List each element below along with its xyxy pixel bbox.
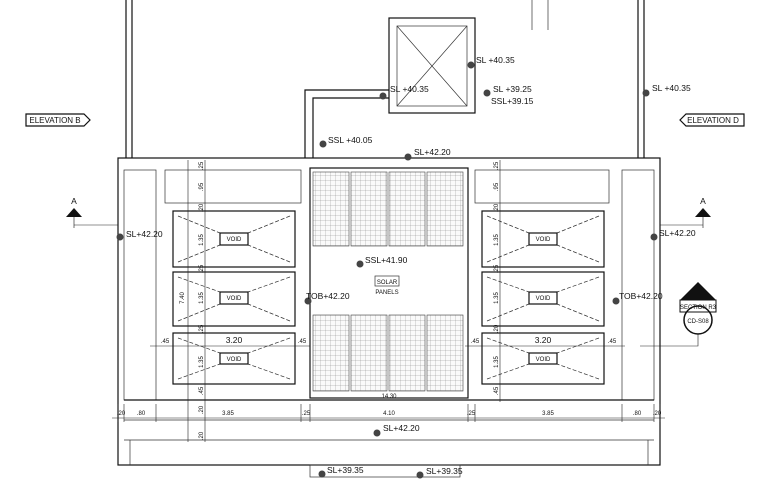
- level-label: SSL+39.15: [491, 96, 534, 106]
- level-label: SL+42.20: [126, 229, 163, 239]
- section-marker-left: A: [66, 196, 118, 228]
- dim-label: 3.85: [222, 411, 234, 417]
- roof-outline: [117, 157, 661, 478]
- dim-label: .20: [494, 203, 500, 212]
- dim-label: .20: [199, 203, 205, 212]
- dim-label: 1.35: [494, 234, 500, 246]
- dim-label: .20: [117, 411, 126, 417]
- level-label: SSL +40.05: [328, 135, 373, 145]
- dim-label: 1.35: [494, 292, 500, 304]
- level-label: SL +39.25: [493, 84, 532, 94]
- solar-label: SOLAR: [377, 280, 398, 286]
- svg-text:ELEVATION D: ELEVATION D: [687, 116, 739, 125]
- dim-label: .95: [494, 182, 500, 191]
- dim-label: .25: [199, 324, 205, 333]
- upper-walls: [125, 0, 645, 158]
- dim-label: 1.35: [199, 234, 205, 246]
- dim-label: .20: [653, 411, 662, 417]
- section-letter: A: [700, 196, 706, 206]
- level-label: SL+42.20: [414, 147, 451, 157]
- solar-panels: SOLAR PANELS: [309, 167, 469, 399]
- dim-label: .80: [137, 411, 146, 417]
- dim-label: 1.35: [494, 356, 500, 368]
- void-label: VOID: [536, 357, 551, 363]
- dim-label: .25: [467, 411, 476, 417]
- dim-label: 3.20: [226, 335, 243, 345]
- overall-height: 7.40: [180, 292, 186, 304]
- callout-title: SECTION R3: [680, 305, 717, 311]
- level-label: SSL+41.90: [365, 255, 408, 265]
- dim-label: 1.35: [199, 292, 205, 304]
- void-unit: VOID: [481, 271, 605, 327]
- dim-label: .25: [494, 161, 500, 170]
- vertical-dimension-right: .25 .95 .20 1.35 .25 1.35 .20 1.35 .45: [494, 160, 501, 402]
- overall-width: 14.30: [381, 394, 397, 400]
- elevation-tag-left: ELEVATION B: [25, 113, 91, 127]
- dim-label: .25: [199, 161, 205, 170]
- level-label: SL+39.35: [327, 465, 364, 475]
- dim-label: .20: [494, 324, 500, 333]
- dim-label: .45: [161, 339, 170, 345]
- elevation-tag-right: ELEVATION D: [679, 113, 745, 127]
- horizontal-dims-mid: .45 3.20 .45 .45 3.20 .45: [150, 335, 625, 347]
- void-label: VOID: [227, 357, 242, 363]
- void-label: VOID: [227, 237, 242, 243]
- dim-label: .45: [471, 339, 480, 345]
- dim-label: .80: [633, 411, 642, 417]
- panels-label: PANELS: [375, 290, 398, 296]
- dim-label: .20: [199, 431, 205, 440]
- dim-label: .45: [199, 386, 205, 395]
- section-marker-right: A: [660, 196, 711, 228]
- level-markers: [116, 61, 658, 479]
- level-label: SL +40.35: [476, 55, 515, 65]
- void-unit: VOID: [172, 332, 296, 385]
- dim-label: .20: [199, 405, 205, 414]
- dim-label: .95: [199, 182, 205, 191]
- void-label: VOID: [536, 296, 551, 302]
- dim-label: 3.20: [535, 335, 552, 345]
- dim-label: 1.35: [199, 356, 205, 368]
- level-label: SL+42.20: [383, 423, 420, 433]
- bottom-dimension-chain: .20 .80 3.85 .25 4.10 .25 3.85 .80 .20 1…: [112, 394, 665, 422]
- level-label: TOB+42.20: [306, 291, 350, 301]
- void-unit: VOID: [481, 332, 605, 385]
- void-unit: VOID: [172, 271, 296, 327]
- dim-label: .45: [298, 339, 307, 345]
- vertical-dimension-left: .25 .95 .20 1.35 .25 1.35 .25 1.35 .45 .…: [180, 160, 206, 442]
- level-label: SL+42.20: [659, 228, 696, 238]
- level-label: SL +40.35: [390, 84, 429, 94]
- void-unit: VOID: [172, 210, 296, 268]
- callout-sheet: CD-S08: [687, 319, 709, 325]
- void-label: VOID: [227, 296, 242, 302]
- level-label: SL +40.35: [652, 83, 691, 93]
- section-letter: A: [71, 196, 77, 206]
- dim-label: .45: [494, 386, 500, 395]
- section-callout: SECTION R3 CD-S08: [640, 282, 717, 347]
- level-label: TOB+42.20: [619, 291, 663, 301]
- dim-label: .45: [608, 339, 617, 345]
- level-label: SL+39.35: [426, 466, 463, 476]
- svg-text:ELEVATION B: ELEVATION B: [29, 116, 80, 125]
- dim-label: .25: [199, 264, 205, 273]
- void-unit: VOID: [481, 210, 605, 268]
- dim-label: .25: [494, 264, 500, 273]
- dim-label: .25: [302, 411, 311, 417]
- dim-label: 3.85: [542, 411, 554, 417]
- void-label: VOID: [536, 237, 551, 243]
- shaft-box: [304, 17, 476, 158]
- dim-label: 4.10: [383, 411, 395, 417]
- void-units: VOID VOID VOID VOID VOID: [172, 210, 605, 385]
- level-labels: SL +40.35 SL +40.35 SL +39.25 SSL+39.15 …: [126, 55, 696, 476]
